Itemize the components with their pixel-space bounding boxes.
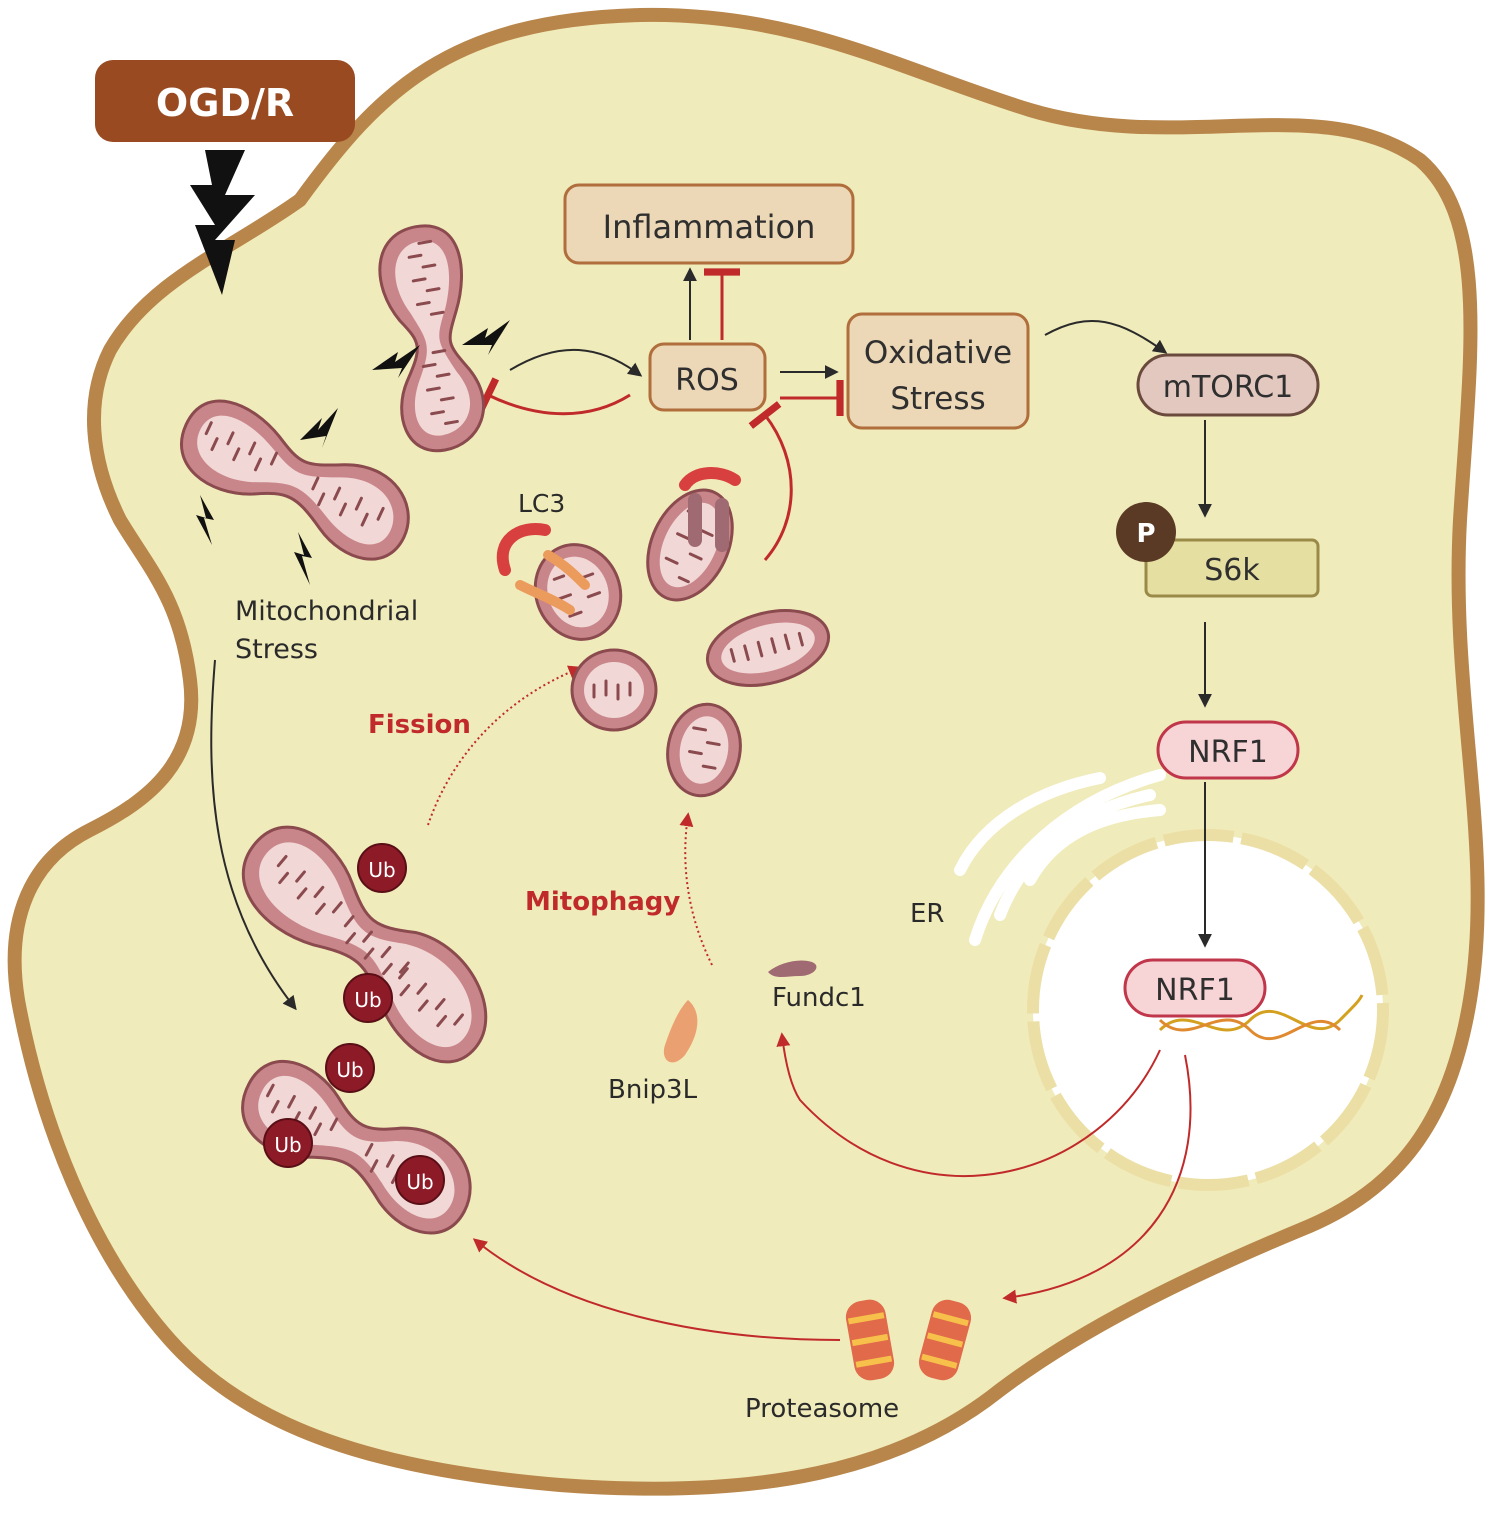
small-lightning-icons (196, 320, 510, 585)
ub-label: Ub (354, 988, 381, 1012)
oxidative-label-line2: Stress (890, 381, 985, 417)
inhibit-ros-mito (476, 377, 631, 416)
mito-stress-label-line2: Stress (235, 634, 318, 665)
dna-strand (1158, 994, 1364, 1041)
mitochondrion-frag-3 (666, 702, 742, 798)
arrow-proteasome-to-mito (472, 1238, 841, 1341)
oxidative-label-line1: Oxidative (864, 335, 1012, 371)
ub-badge: Ub (395, 1155, 445, 1205)
nrf1-nucleus-box: NRF1 (1123, 958, 1267, 1018)
fundc1-protein (768, 960, 817, 977)
lc3-receptors (496, 467, 741, 615)
s6k-box: S6k P (1116, 502, 1320, 598)
ub-label: Ub (368, 858, 395, 882)
bnip3l-label: Bnip3L (608, 1075, 698, 1105)
nrf1-cytoplasm-box: NRF1 (1156, 720, 1300, 780)
oxidative-stress-box: Oxidative Stress (846, 312, 1030, 430)
arrow-nrf1-to-proteasome (1002, 1054, 1192, 1304)
arrow-stress-to-ub-mito (210, 659, 297, 1011)
mitochondrion-frag-1 (570, 648, 658, 732)
fundc1-label: Fundc1 (772, 983, 866, 1013)
ub-badge: Ub (357, 843, 407, 893)
mito-stress-label-line1: Mitochondrial (235, 596, 418, 627)
inhibit-mitophagy-ros (748, 401, 793, 561)
nrf1-cytoplasm-label: NRF1 (1188, 735, 1268, 770)
mitochondrion-frag-2 (705, 609, 831, 687)
ogdr-label: OGD/R (156, 81, 294, 125)
s6k-label: S6k (1204, 553, 1260, 588)
ub-label: Ub (336, 1058, 363, 1082)
bnip3l-protein (663, 1000, 698, 1063)
inflammation-label: Inflammation (603, 208, 816, 246)
mitochondrion-stressed-left (179, 399, 410, 561)
mtorc1-box: mTORC1 (1136, 353, 1320, 417)
ub-badge: Ub (263, 1118, 313, 1168)
ub-badge: Ub (325, 1043, 375, 1093)
arrow-mito-to-ros (509, 348, 643, 377)
fission-label: Fission (368, 710, 471, 740)
phospho-circle (1116, 502, 1176, 562)
arrow-oxidative-to-mtorc1 (1044, 320, 1168, 354)
ros-box: ROS (648, 342, 767, 412)
ogdr-trigger: OGD/R (95, 60, 355, 142)
endoplasmic-reticulum (954, 769, 1166, 946)
proteasome-label: Proteasome (745, 1394, 899, 1424)
mitophagy-label: Mitophagy (525, 887, 680, 917)
er-label: ER (910, 899, 945, 929)
ub-badge: Ub (343, 973, 393, 1023)
arrow-nrf1-to-fundc1 (776, 1032, 1161, 1177)
inflammation-box: Inflammation (563, 183, 855, 265)
proteasome-icon (845, 1299, 972, 1381)
ub-label: Ub (406, 1170, 433, 1194)
phospho-label: P (1136, 519, 1155, 549)
mitochondrion-stressed-top (378, 224, 486, 453)
ros-label: ROS (675, 363, 739, 398)
arrow-fission (427, 665, 583, 826)
arrow-mitophagy (679, 812, 713, 966)
mitochondrion-lc3-right (646, 488, 734, 602)
mtorc1-label: mTORC1 (1163, 370, 1294, 405)
lightning-bolt-icon (190, 150, 255, 295)
nrf1-nucleus-label: NRF1 (1155, 973, 1235, 1008)
mitochondrion-ub-upper (241, 825, 488, 1064)
ub-label: Ub (274, 1133, 301, 1157)
lc3-label: LC3 (518, 489, 565, 518)
